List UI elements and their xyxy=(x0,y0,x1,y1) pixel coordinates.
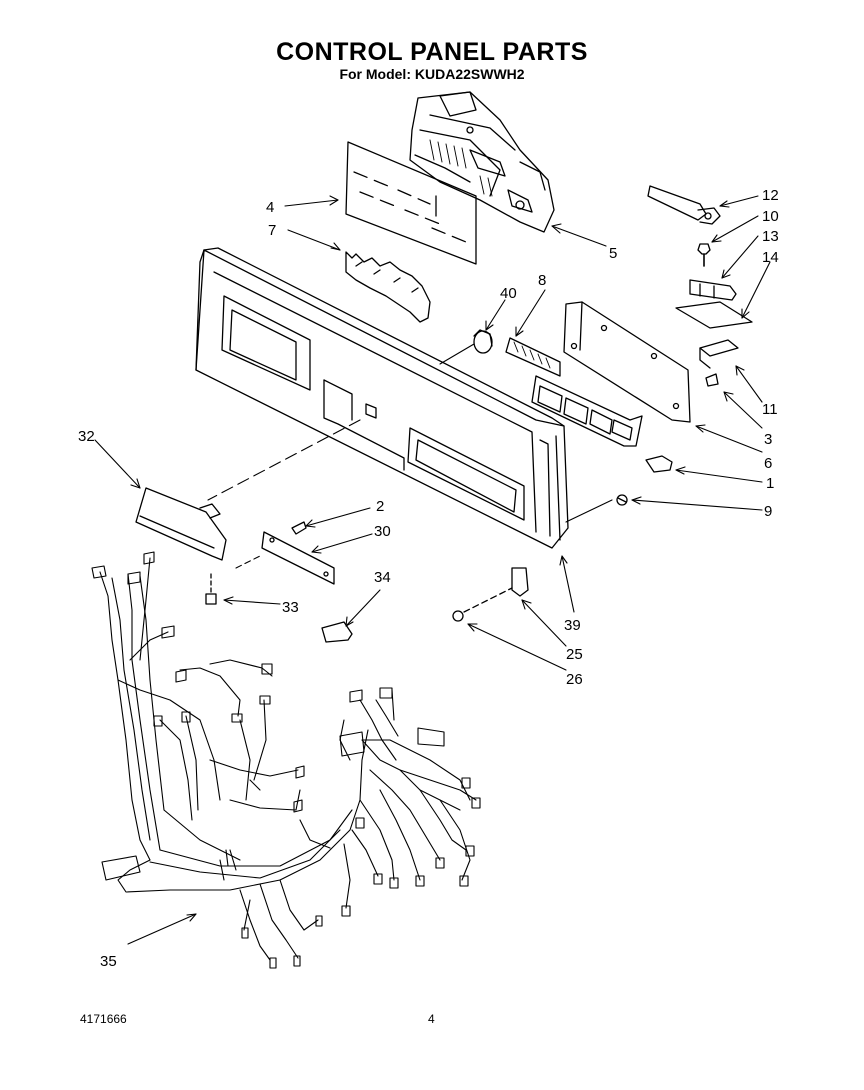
page-number: 4 xyxy=(428,1012,435,1026)
callout-4: 4 xyxy=(266,199,274,216)
part-3-circuit-board xyxy=(563,301,691,423)
part-30-bar xyxy=(261,531,335,585)
callout-12: 12 xyxy=(762,187,779,204)
callout-13: 13 xyxy=(762,228,779,245)
callout-26: 26 xyxy=(566,671,583,688)
callout-6: 6 xyxy=(764,455,772,472)
callout-7: 7 xyxy=(268,222,276,239)
callout-labels: 4 7 5 12 10 13 14 11 3 6 1 9 40 8 32 2 3… xyxy=(78,187,779,970)
part-4-overlay-sheet xyxy=(345,141,477,265)
part-2-screw xyxy=(291,521,307,535)
part-9-screw xyxy=(616,494,628,506)
callout-35: 35 xyxy=(100,953,117,970)
callout-leaders xyxy=(94,195,771,945)
callout-3: 3 xyxy=(764,431,772,448)
part-13-switch xyxy=(689,279,737,301)
page-title: CONTROL PANEL PARTS xyxy=(276,38,588,66)
part-8-connector-strip xyxy=(505,337,561,377)
part-7-circuit-strip xyxy=(345,251,431,323)
part-39-control-panel xyxy=(195,247,569,549)
callout-2: 2 xyxy=(376,498,384,515)
part-14-insulator xyxy=(675,301,753,329)
callout-25: 25 xyxy=(566,646,583,663)
document-number: 4171666 xyxy=(80,1012,127,1026)
callout-40: 40 xyxy=(500,285,517,302)
part-25-bracket xyxy=(511,567,529,597)
callout-30: 30 xyxy=(374,523,391,540)
part-40-knob xyxy=(473,329,493,354)
part-11-bracket xyxy=(699,339,739,387)
callout-10: 10 xyxy=(762,208,779,225)
callout-5: 5 xyxy=(609,245,617,262)
part-10-screw xyxy=(697,243,711,267)
callout-32: 32 xyxy=(78,428,95,445)
part-1-clip xyxy=(645,455,673,473)
callout-11: 11 xyxy=(762,401,778,418)
callout-33: 33 xyxy=(282,599,299,616)
part-5-control-module xyxy=(409,91,555,233)
callout-39: 39 xyxy=(564,617,581,634)
part-34-clip xyxy=(321,621,353,643)
part-35-wiring-harness xyxy=(91,551,481,969)
part-6-button-pad xyxy=(531,375,643,447)
part-32-bracket xyxy=(135,487,227,561)
callout-14: 14 xyxy=(762,249,779,266)
part-26-screw xyxy=(452,587,513,622)
callout-9: 9 xyxy=(764,503,772,520)
callout-8: 8 xyxy=(538,272,546,289)
callout-1: 1 xyxy=(766,475,774,492)
part-33-screw xyxy=(205,573,217,605)
model-subtitle: For Model: KUDA22SWWH2 xyxy=(339,66,525,82)
part-12-bracket xyxy=(647,185,721,225)
callout-34: 34 xyxy=(374,569,391,586)
